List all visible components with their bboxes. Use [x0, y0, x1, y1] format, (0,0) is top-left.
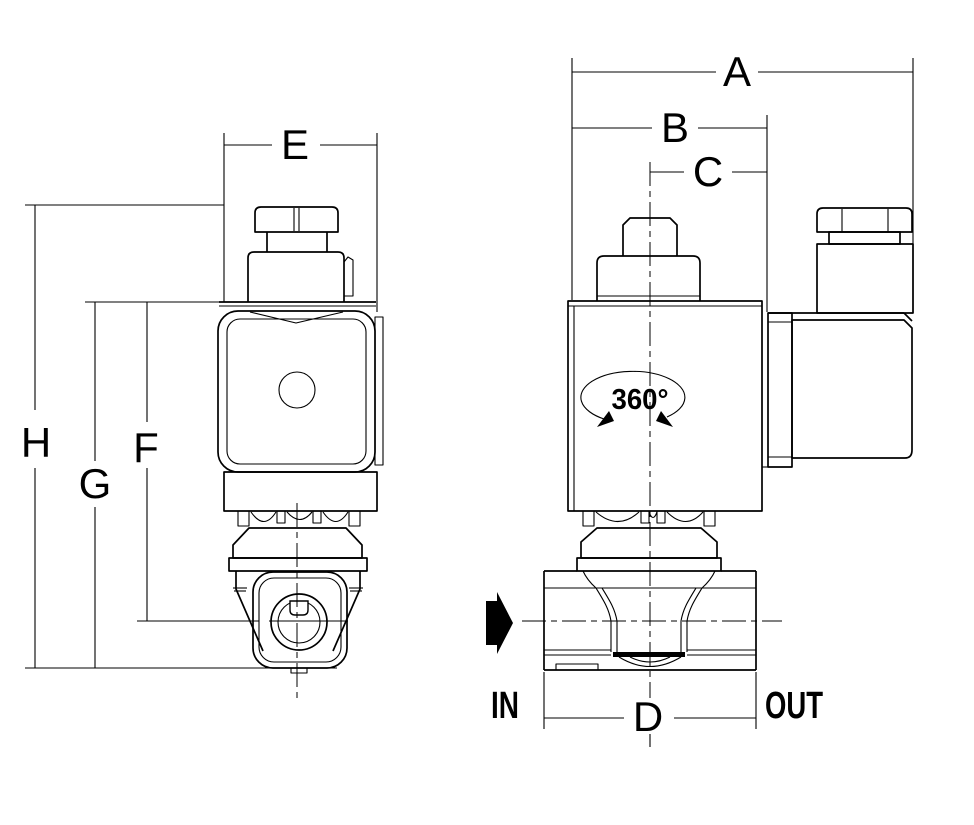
- dimension-g: G: [79, 301, 224, 668]
- rotation-arrowhead-right-icon: [656, 411, 673, 427]
- dimension-label-b: B: [661, 104, 689, 151]
- coil-front: [217, 206, 384, 512]
- outlet-label: OUT: [765, 685, 823, 727]
- dimension-e: E: [223, 121, 378, 312]
- dimension-h: H: [21, 204, 337, 669]
- coil-side: [567, 217, 763, 512]
- rotation-label: 360°: [612, 384, 669, 416]
- dimension-f: F: [133, 302, 259, 622]
- dimension-label-f: F: [133, 424, 159, 471]
- port-notch: [289, 600, 309, 616]
- front-view: E H G F: [21, 121, 384, 700]
- dimension-d: D: [543, 672, 757, 740]
- dimension-c: C: [650, 148, 767, 195]
- dimension-label-d: D: [633, 693, 663, 740]
- inlet-label: IN: [491, 685, 519, 727]
- dimension-a: A: [571, 48, 914, 313]
- dimension-b: B: [572, 104, 768, 312]
- dimension-label-e: E: [281, 121, 309, 168]
- side-view: 360°: [486, 48, 914, 747]
- valve-seat-seal: [613, 652, 685, 657]
- rotation-annotation: 360°: [580, 370, 686, 427]
- rotation-arrowhead-left-icon: [597, 411, 614, 427]
- dimension-label-h: H: [21, 419, 51, 466]
- flow-arrow-icon: [486, 592, 513, 654]
- dimension-label-a: A: [723, 48, 751, 95]
- valve-body-side: [522, 162, 782, 747]
- dimension-label-g: G: [79, 460, 112, 507]
- valve-body-front: [228, 503, 368, 700]
- cable-gland-connector: [762, 207, 914, 468]
- dimension-label-c: C: [693, 148, 723, 195]
